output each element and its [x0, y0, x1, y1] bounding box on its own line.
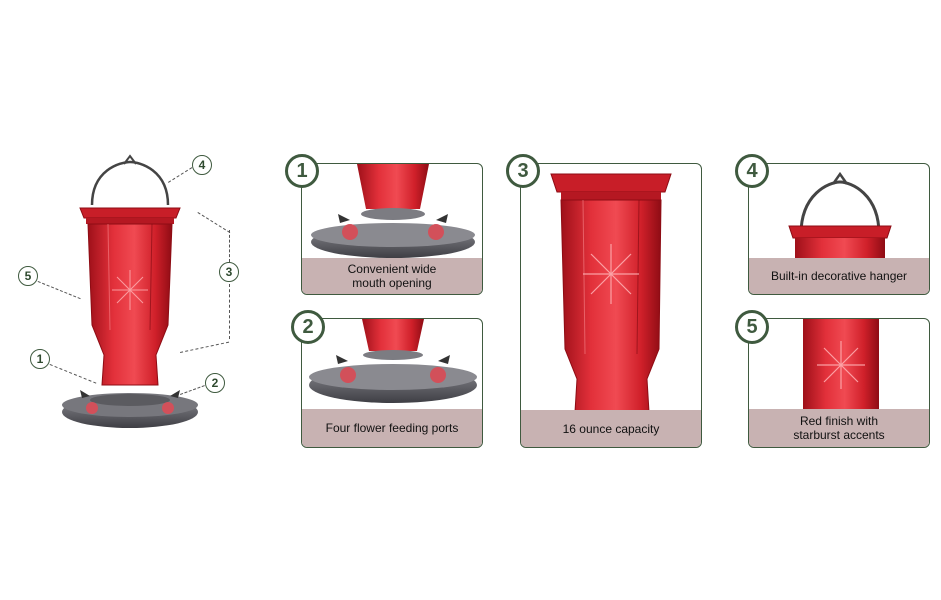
feature-card-3: 16 ounce capacity	[520, 163, 702, 448]
callout-3: 3	[219, 262, 239, 282]
feature-caption-3: 16 ounce capacity	[521, 410, 701, 447]
reservoir-closeup	[521, 164, 701, 413]
hanger-closeup	[749, 164, 929, 260]
feature-caption-1-line1: Convenient wide	[347, 262, 437, 276]
callout-2: 2	[205, 373, 225, 393]
starburst-closeup	[749, 319, 929, 411]
leader-line-3-mid	[229, 230, 230, 262]
feature-badge-2: 2	[291, 310, 325, 344]
callout-4: 4	[192, 155, 212, 175]
flower-ports-closeup	[302, 319, 482, 411]
feature-card-2: Four flower feeding ports	[301, 318, 483, 448]
feature-caption-1: Convenient wide mouth opening	[302, 258, 482, 294]
feeder-illustration	[62, 154, 198, 428]
feature-caption-2: Four flower feeding ports	[302, 409, 482, 447]
feature-caption-5-line1: Red finish with	[799, 414, 879, 428]
leader-line-3-lower	[229, 284, 230, 339]
feature-badge-1: 1	[285, 154, 319, 188]
feature-badge-3: 3	[506, 154, 540, 188]
feeder-overview	[50, 150, 210, 440]
feature-caption-4: Built-in decorative hanger	[749, 258, 929, 294]
feature-caption-5: Red finish with starburst accents	[749, 409, 929, 447]
callout-5: 5	[18, 266, 38, 286]
feature-badge-4: 4	[735, 154, 769, 188]
feature-card-4: Built-in decorative hanger	[748, 163, 930, 295]
feature-caption-5-line2: starburst accents	[793, 428, 885, 442]
feature-badge-5: 5	[735, 310, 769, 344]
callout-1: 1	[30, 349, 50, 369]
feeding-ports-closeup	[302, 164, 482, 260]
feature-caption-1-line2: mouth opening	[352, 276, 432, 290]
feature-card-1: Convenient wide mouth opening	[301, 163, 483, 295]
feature-card-5: Red finish with starburst accents	[748, 318, 930, 448]
